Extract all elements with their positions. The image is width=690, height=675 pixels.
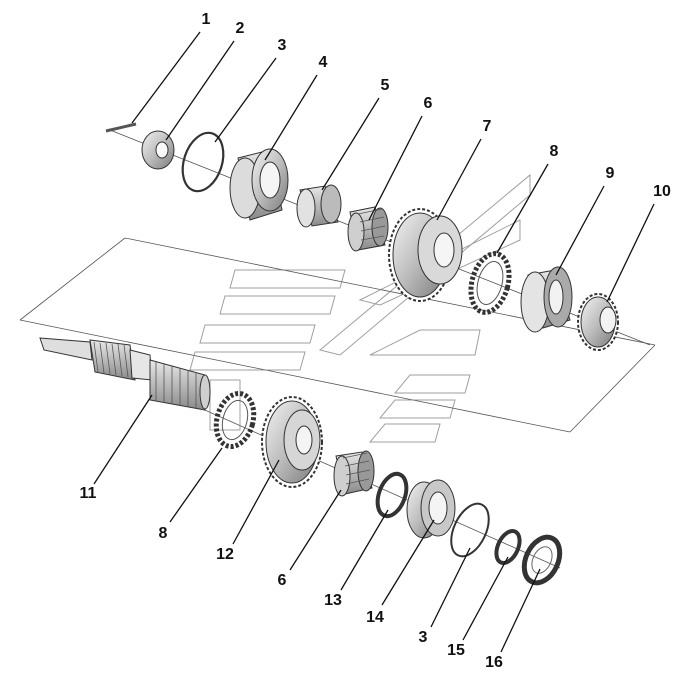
main-shaft-part <box>39 337 211 411</box>
callout-number: 7 <box>483 118 492 135</box>
callout-number: 12 <box>216 546 234 563</box>
callout-number: 1 <box>202 11 211 28</box>
gear-top-part <box>388 208 463 302</box>
callout-leader-line <box>289 489 342 571</box>
synchro-ring-top-part <box>468 251 512 315</box>
small-ring-part <box>494 529 522 565</box>
callout-leader-line <box>500 568 541 653</box>
bearing-part <box>229 148 289 221</box>
bearing-bottom-part <box>406 479 456 539</box>
callout-leader-line <box>232 459 280 545</box>
callout-leader-line <box>606 203 655 303</box>
callout-number: 8 <box>159 525 168 542</box>
callout-leader-line <box>555 185 605 276</box>
washer-part <box>375 471 409 519</box>
callout-number: 13 <box>324 592 342 609</box>
nut-part <box>141 130 175 170</box>
callout-leader-line <box>264 74 318 161</box>
callout-leader-line <box>340 509 389 591</box>
callout-number: 10 <box>653 183 671 200</box>
callout-leader-line <box>214 57 277 143</box>
callout-number: 16 <box>485 654 503 671</box>
callout-leader-line <box>169 447 223 523</box>
callout-number: 3 <box>278 37 287 54</box>
callout-number: 4 <box>319 54 328 71</box>
callout-leader-line <box>131 31 201 124</box>
callout-leader-line <box>381 519 435 606</box>
callout-number: 5 <box>381 77 390 94</box>
snap-ring-bottom-part <box>450 502 490 558</box>
watermark-logo <box>189 173 531 443</box>
callout-leader-line <box>93 394 153 485</box>
callout-leader-line <box>496 163 549 254</box>
callout-leader-line <box>165 40 235 141</box>
callout-leader-line <box>436 138 482 221</box>
callout-leader-line <box>462 556 509 641</box>
callout-number: 11 <box>80 485 97 502</box>
sliding-sleeve-part <box>520 266 573 333</box>
callout-leader-line <box>368 115 423 221</box>
callout-number: 15 <box>447 642 465 659</box>
needle-bearing-bottom-part <box>333 450 375 497</box>
pin-part <box>105 122 137 133</box>
snap-ring-top-part <box>181 131 225 193</box>
callout-number: 3 <box>419 629 428 646</box>
needle-bearing-top-part <box>347 206 389 252</box>
seal-part <box>521 534 563 586</box>
synchro-ring-bottom-part <box>213 391 257 449</box>
callout-number: 14 <box>366 609 384 626</box>
callout-number: 6 <box>278 572 287 589</box>
callout-number: 8 <box>550 143 559 160</box>
callout-number: 6 <box>424 95 433 112</box>
callout-number: 2 <box>236 20 245 37</box>
hub-part <box>577 293 619 351</box>
sleeve-part <box>296 184 342 228</box>
callout-number: 9 <box>606 165 615 182</box>
callout-leader-line <box>430 547 471 628</box>
callout-leader-line <box>321 97 380 191</box>
